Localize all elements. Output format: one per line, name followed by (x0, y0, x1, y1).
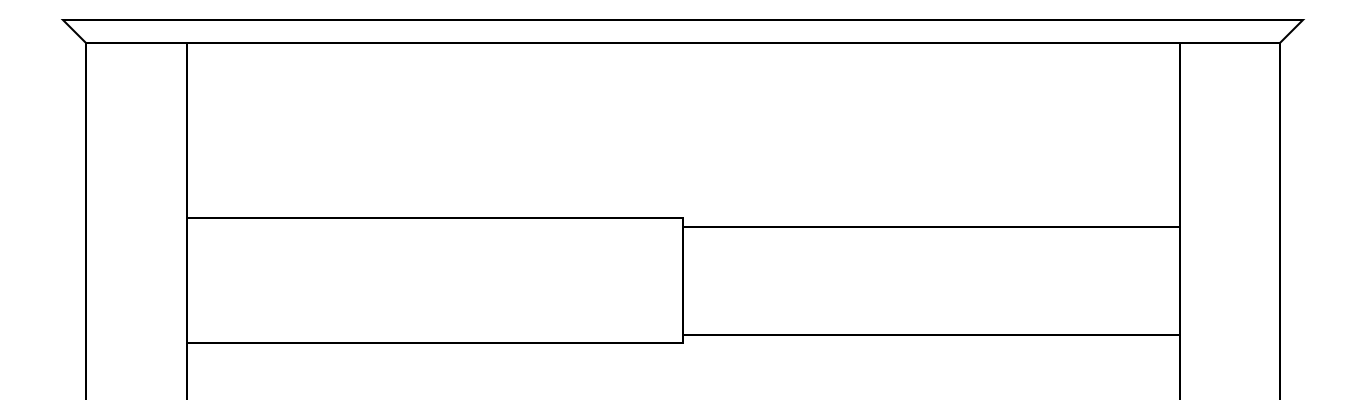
top-cap (60, 19, 1306, 44)
left-post (85, 43, 188, 400)
lower-left-panel (186, 217, 684, 344)
right-post (1179, 43, 1281, 400)
lower-right-panel (683, 226, 1180, 336)
